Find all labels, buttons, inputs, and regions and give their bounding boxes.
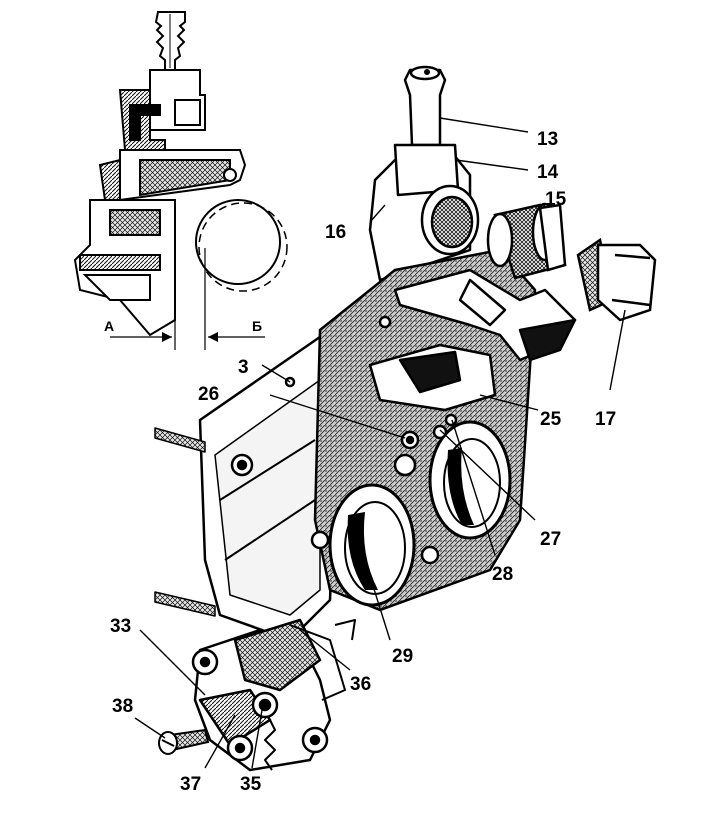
callout-37: 37 — [180, 774, 201, 795]
callout-26: 26 — [198, 384, 219, 405]
inset-section-view — [73, 11, 288, 350]
callout-33: 33 — [110, 616, 131, 637]
mounting-stud-lower — [154, 591, 216, 617]
mesh-filter-15 — [486, 202, 567, 280]
callout-29: 29 — [392, 646, 413, 667]
callout-14: 14 — [537, 162, 559, 183]
leader-lines — [134, 117, 626, 769]
callout-25: 25 — [540, 409, 562, 430]
callout-13: 13 — [537, 129, 558, 150]
callout-3: 3 — [238, 357, 249, 378]
callout-17: 17 — [595, 409, 616, 430]
filter-plug-17 — [576, 237, 657, 322]
screw-38 — [158, 728, 210, 755]
mounting-stud-upper — [154, 427, 206, 453]
accelerator-pump-assembly — [191, 618, 356, 772]
inset-label-right: Б — [252, 318, 262, 334]
callout-15: 15 — [545, 189, 567, 210]
callout-16: 16 — [325, 222, 346, 243]
carburetor-body — [154, 65, 577, 642]
callout-36: 36 — [350, 674, 371, 695]
callout-38: 38 — [112, 696, 133, 717]
inset-label-left: А — [104, 318, 114, 334]
main-bore — [428, 420, 512, 540]
callout-28: 28 — [492, 564, 513, 585]
callout-35: 35 — [240, 774, 262, 795]
choke-bore — [328, 483, 416, 607]
callout-27: 27 — [540, 529, 561, 550]
